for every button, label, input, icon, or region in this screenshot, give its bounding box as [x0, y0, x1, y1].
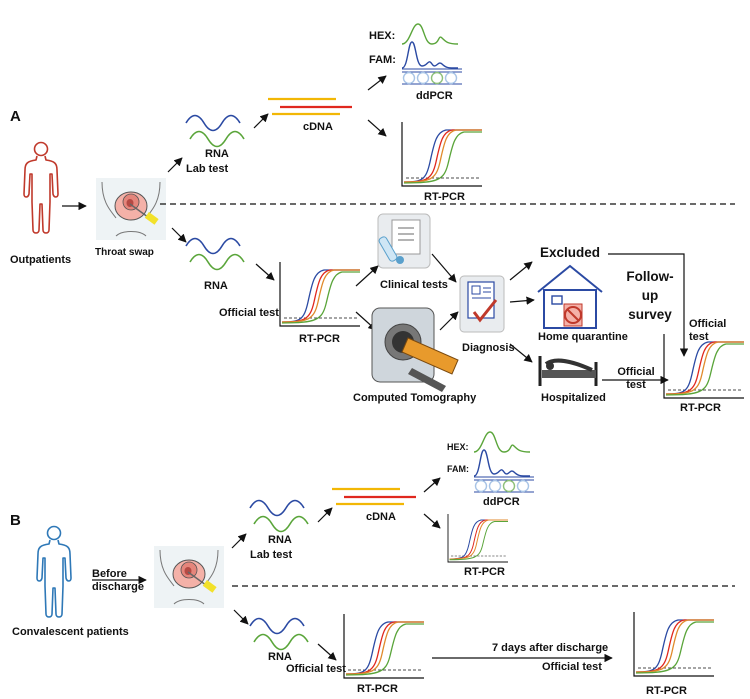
b-lab-rna-label: RNA [268, 534, 292, 546]
b-arrow-rna-to-rtpcr [317, 643, 337, 661]
a-cdna-label: cDNA [303, 121, 333, 133]
a-arrow-ct-to-diag [439, 311, 459, 331]
a-ct-scanner-icon [371, 307, 459, 392]
a-hospital-bed-icon [538, 356, 598, 386]
a-home-quarantine-label: Home quarantine [538, 331, 628, 343]
a-official-rtpcr-plot [279, 261, 361, 327]
a-lab-rna-waves [185, 114, 245, 148]
panel-b-letter: B [10, 512, 21, 529]
a-arrow-swab-to-lab [167, 157, 183, 173]
b-lab-rna-waves [249, 499, 309, 533]
a-outpatient-icon [23, 141, 59, 234]
a-arrow-diag-to-excluded [509, 261, 533, 281]
a-clinical-tests-label: Clinical tests [380, 279, 448, 291]
a-home-quarantine-icon [537, 264, 603, 329]
a-arrow-rna-to-rtpcr [255, 263, 275, 281]
a-official-test-right-label: Official test [689, 318, 727, 343]
b-lab-rtpcr-label: RT-PCR [464, 566, 505, 578]
b-cdna-strands [332, 487, 416, 506]
a-arrow-to-clinical [355, 265, 379, 287]
b-arrow-swab-to-lab [231, 533, 247, 549]
a-official-rna-label: RNA [204, 280, 228, 292]
b-arrow-cdna-to-rtpcr [423, 513, 441, 529]
b-fam-label: FAM: [447, 464, 469, 474]
b-official-rna-waves [249, 617, 309, 651]
a-ddpcr-plot [401, 23, 463, 85]
b-official-rna-label: RNA [268, 651, 292, 663]
b-final-rtpcr-plot [633, 611, 715, 677]
a-arrow-clinical-to-diag [431, 253, 457, 283]
a-arrow-excluded-followup [608, 253, 689, 357]
a-hospitalized-label: Hospitalized [541, 392, 606, 404]
b-lab-test-label: Lab test [250, 549, 293, 561]
b-throat-swab-icon [153, 545, 225, 609]
a-excluded-label: Excluded [540, 245, 601, 260]
b-before-discharge-label: Before discharge [92, 568, 144, 593]
a-ct-label: Computed Tomography [353, 392, 477, 404]
a-ddpcr-label: ddPCR [416, 90, 453, 102]
b-official-test-2-label: Official test [542, 661, 602, 673]
a-follow-up-label: Follow-up survey [626, 269, 674, 322]
a-lab-test-label: Lab test [186, 163, 229, 175]
a-arrow-cdna-to-rtpcr [367, 119, 387, 137]
a-hex-label: HEX: [369, 30, 396, 42]
b-lab-rtpcr-plot [447, 513, 509, 563]
b-convalescent-label: Convalescent patients [12, 626, 129, 638]
b-arrow-cdna-to-ddpcr [423, 477, 441, 493]
a-outpatients-label: Outpatients [10, 254, 72, 266]
b-cdna-label: cDNA [366, 511, 396, 523]
b-official-rtpcr-plot [343, 613, 425, 679]
a-arrow-swab-to-official [171, 227, 187, 243]
a-lab-rtpcr-label: RT-PCR [424, 191, 465, 203]
a-arrow-rna-to-cdna [253, 113, 269, 129]
a-fam-label: FAM: [369, 54, 396, 66]
a-diagnosis-label: Diagnosis [462, 342, 515, 354]
a-official-test-hosp-label: Official test [617, 366, 655, 391]
a-diagnosis-icon [459, 275, 505, 333]
a-official-rna-waves [185, 237, 245, 271]
a-lab-rtpcr-plot [401, 121, 483, 187]
b-convalescent-icon [36, 525, 72, 618]
b-official-test-label: Official test [286, 663, 346, 675]
a-arrow-diag-to-hosp [509, 343, 533, 363]
b-hex-label: HEX: [447, 442, 469, 452]
a-official-test-label: Official test [219, 307, 279, 319]
b-official-rtpcr-label: RT-PCR [357, 683, 398, 695]
a-lab-rna-label: RNA [205, 148, 229, 160]
a-throat-swab-label: Throat swap [95, 247, 154, 258]
a-final-rtpcr-label: RT-PCR [680, 402, 721, 414]
b-ddpcr-plot [473, 431, 535, 493]
a-final-rtpcr-plot [663, 333, 745, 399]
b-arrow-swab-to-official [233, 609, 249, 625]
b-arrow-rna-to-cdna [317, 507, 333, 523]
a-throat-swab-icon [95, 177, 167, 241]
panel-a-letter: A [10, 108, 21, 125]
a-official-rtpcr-label: RT-PCR [299, 333, 340, 345]
b-7days-label: 7 days after discharge [492, 642, 609, 654]
a-clinical-tests-icon [377, 213, 431, 269]
b-ddpcr-label: ddPCR [483, 496, 520, 508]
a-arrow-diag-to-home [509, 296, 535, 305]
a-cdna-strands [268, 97, 352, 116]
b-final-rtpcr-label: RT-PCR [646, 685, 687, 697]
a-arrow-cdna-to-ddpcr [367, 75, 387, 91]
